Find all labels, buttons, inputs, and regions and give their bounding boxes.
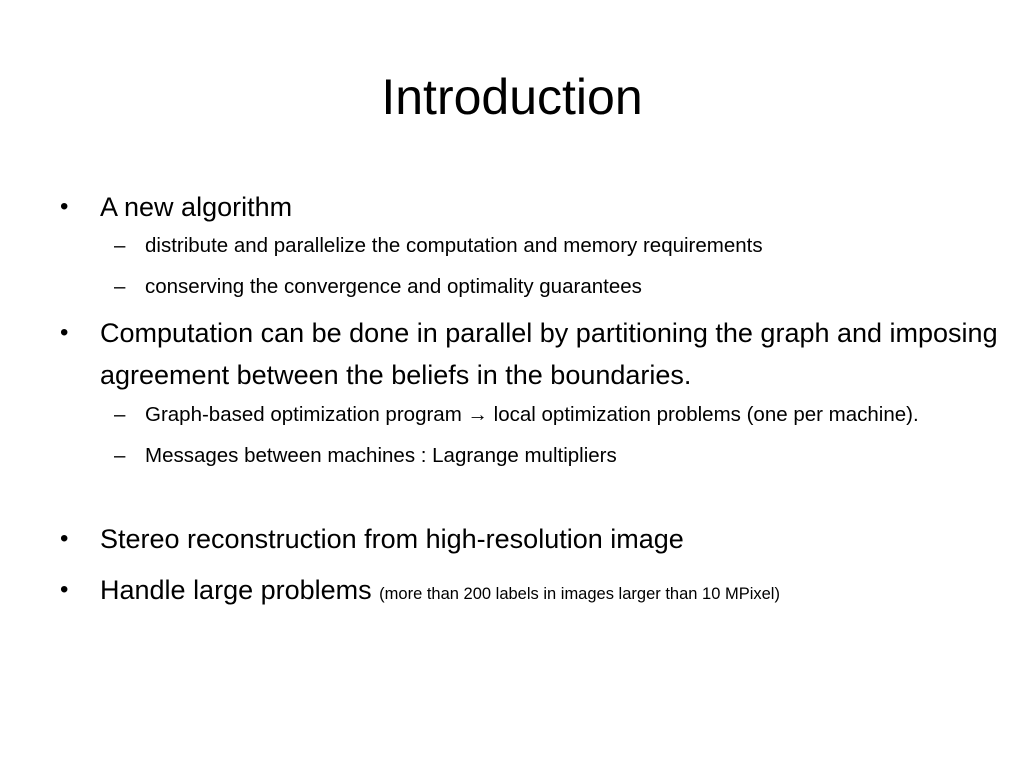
sub-bullet-text: conserving the convergence and optimalit… (145, 275, 642, 298)
bullet-text: Handle large problems (100, 575, 372, 605)
bullet-dot-icon: • (60, 319, 69, 346)
dash-icon: – (114, 444, 126, 467)
bullet-text: Stereo reconstruction from high-resoluti… (100, 524, 684, 554)
bullet-note: (more than 200 labels in images larger t… (379, 585, 780, 603)
dash-icon: – (114, 275, 126, 298)
bullet-text: Computation can be done in parallel by p… (100, 318, 998, 390)
slide-title: Introduction (381, 69, 643, 125)
dash-icon: – (114, 403, 126, 426)
sub-bullet-text: Messages between machines : Lagrange mul… (145, 444, 617, 467)
bullet-dot-icon: • (60, 525, 69, 552)
slide-content: • A new algorithm – distribute and paral… (58, 186, 998, 615)
dash-icon: – (114, 234, 126, 257)
spacer (58, 472, 998, 518)
bullet-dot-icon: • (60, 576, 69, 603)
bullet-item: • Handle large problems (more than 200 l… (58, 569, 998, 615)
sub-bullet-item: – distribute and parallelize the computa… (100, 230, 998, 262)
bullet-item: • A new algorithm (58, 186, 998, 228)
sub-bullet-item: – Messages between machines : Lagrange m… (100, 440, 998, 472)
bullet-dot-icon: • (60, 193, 69, 220)
sub-bullet-text: distribute and parallelize the computati… (145, 234, 763, 257)
sub-bullet-item: – conserving the convergence and optimal… (100, 271, 998, 303)
bullet-item: • Computation can be done in parallel by… (58, 312, 998, 396)
sub-bullet-item: – Graph-based optimization program → loc… (100, 399, 998, 431)
bullet-item: • Stereo reconstruction from high-resolu… (58, 518, 998, 560)
sub-bullet-text: Graph-based optimization program → local… (145, 403, 919, 426)
bullet-text: A new algorithm (100, 192, 293, 222)
